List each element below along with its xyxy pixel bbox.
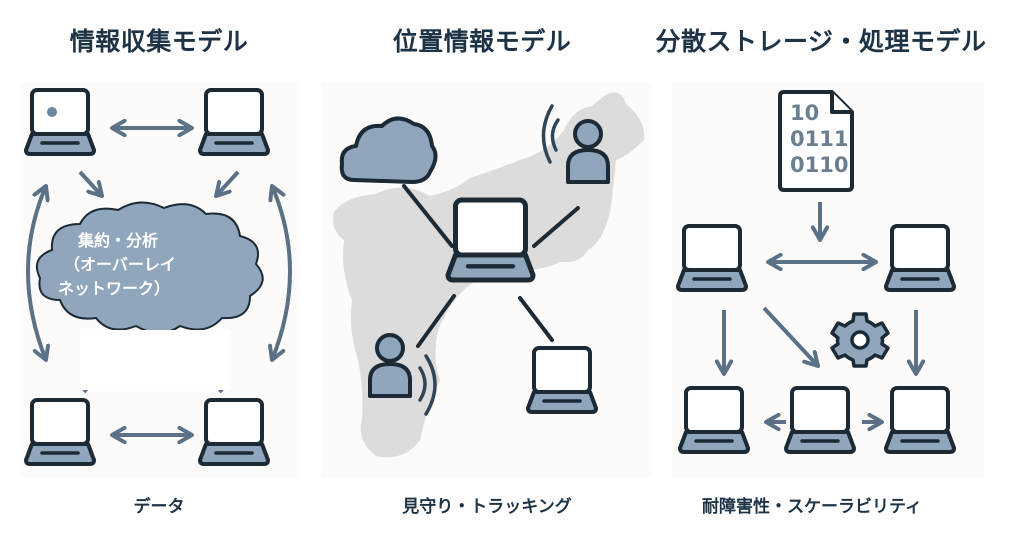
laptop-icon-top-left [676,224,748,292]
panel-caption-tracking: 見守り・トラッキング [402,497,572,517]
binary-file-icon [778,90,854,192]
cloud-label-line-3: ネットワーク） [58,279,171,298]
laptop-icon-bottom-right [884,386,956,454]
cloud-label-line-2: （オーバーレイ [64,255,176,274]
camera-dot-icon [47,107,57,117]
person-icon-top-right [566,119,610,184]
panel-3-diagram [676,90,956,454]
laptop-icon-bottom-right [526,346,598,414]
cloud-label: 集約・分析 （オーバーレイ ネットワーク） [58,229,248,301]
left-curved-arrow [26,186,46,360]
gear-icon [830,312,890,368]
laptop-icon-center [448,200,533,280]
laptop-icon-bottom-left [678,386,750,454]
panel-title-location: 位置情報モデル [392,27,572,56]
binary-file-text: 10 0111 0110 [790,100,850,178]
arrow-top-right-to-cloud [216,170,240,196]
panel-title-distributed: 分散ストレージ・処理モデル [655,27,987,56]
cloud-gap-patch [80,330,230,390]
laptop-icon-bottom-right [198,398,270,466]
panel-caption-data: データ [133,497,185,517]
binary-line-1: 10 [790,101,820,125]
laptop-icon-top-left [24,88,96,156]
laptop-icon-bottom-center [784,386,856,454]
arrow-diagonal [762,306,818,366]
person-icon-bottom-left [368,333,412,398]
panel-title-info-collection: 情報収集モデル [69,27,249,56]
panel-2-diagram [333,92,645,458]
panel-1-diagram [24,88,292,466]
arrow-top-left-to-cloud [78,170,102,196]
binary-line-2: 0111 [790,127,849,151]
signal-icon-top [541,104,560,164]
cloud-label-line-1: 集約・分析 [78,231,159,250]
binary-line-3: 0110 [790,153,849,177]
right-curved-arrow [272,186,292,360]
laptop-icon-top-right [884,224,956,292]
laptop-icon-bottom-left [24,398,96,466]
panel-caption-fault-tolerance: 耐障害性・スケーラビリティ [702,497,922,517]
cloud-icon [339,116,438,184]
signal-icon-bottom [418,354,437,416]
laptop-icon-top-right [198,88,270,156]
